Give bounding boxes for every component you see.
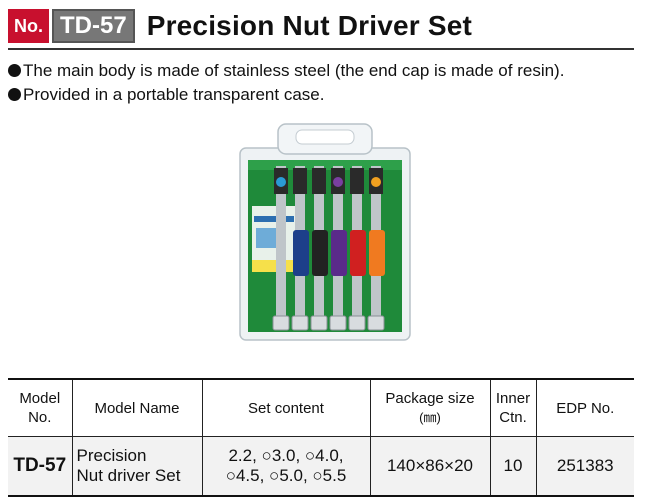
model-code-badge: TD-57 (52, 9, 135, 43)
col-edp-no: EDP No. (535, 378, 634, 437)
cell-model-no: TD-57 (8, 436, 73, 497)
product-photo (239, 123, 411, 341)
col-model-name: Model Name (71, 378, 203, 437)
col-set-content: Set content (201, 378, 371, 437)
page-header: No. TD-57 Precision Nut Driver Set (8, 8, 472, 44)
bullet-icon (8, 64, 21, 77)
cell-inner-ctn: 10 (489, 436, 537, 497)
no-badge: No. (8, 9, 49, 43)
feature-item: Provided in a portable transparent case. (8, 84, 324, 106)
cell-edp-no: 251383 (535, 436, 634, 497)
feature-text: The main body is made of stainless steel… (23, 61, 565, 80)
header-divider (8, 48, 634, 50)
feature-text: Provided in a portable transparent case. (23, 85, 325, 104)
page-title: Precision Nut Driver Set (146, 10, 473, 41)
col-package-size: Package size(㎜) (369, 378, 491, 437)
feature-item: The main body is made of stainless steel… (8, 60, 564, 82)
bullet-icon (8, 88, 21, 101)
cell-package-size: 140×86×20 (369, 436, 491, 497)
cell-set-content: 2.2, ○3.0, ○4.0,○4.5, ○5.0, ○5.5 (201, 436, 371, 497)
